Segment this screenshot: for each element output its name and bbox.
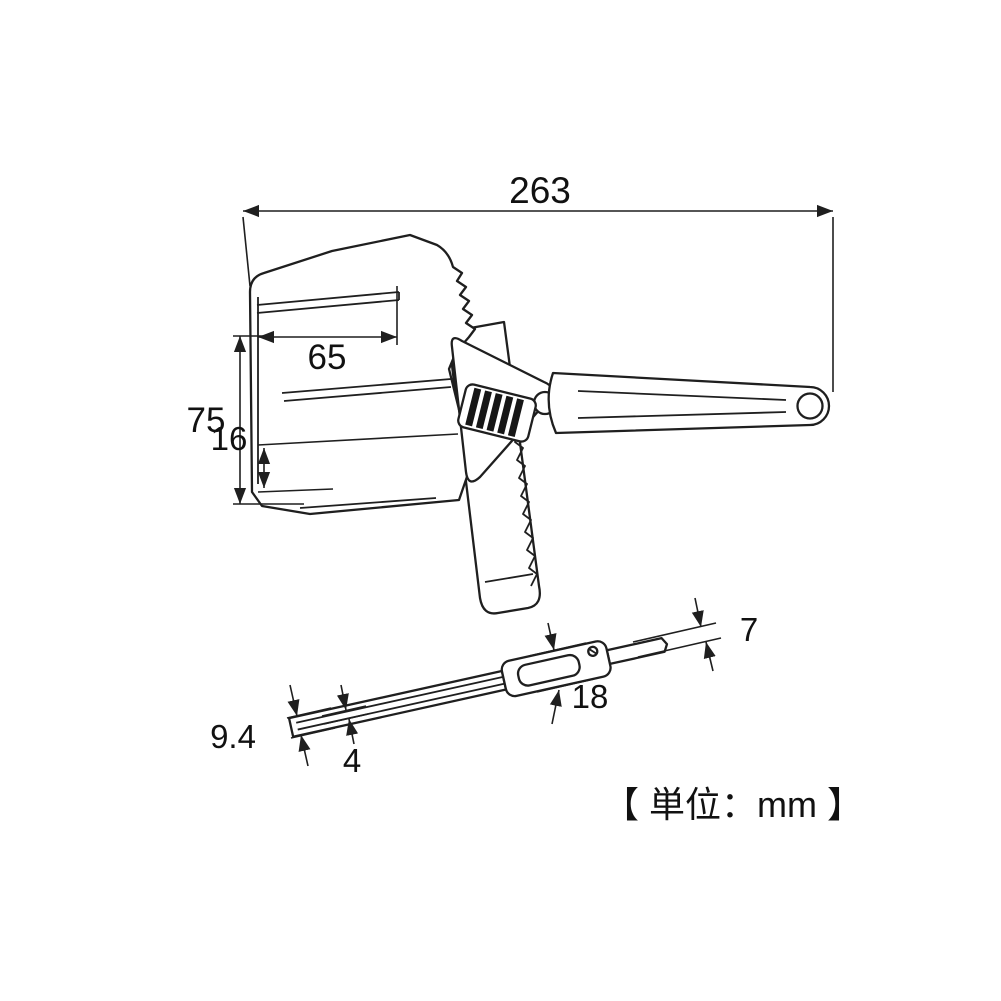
- unit-note: 【 単位：mm 】: [603, 784, 863, 825]
- dim-4-label: 4: [343, 742, 361, 779]
- wrench-side-view: [287, 636, 669, 738]
- dimension-jaw-depth: 65: [258, 286, 398, 377]
- profile-slot: [516, 653, 581, 687]
- extension-line: [321, 705, 367, 717]
- dimension-head-height: 75: [187, 335, 304, 505]
- dim-16-label: 16: [211, 420, 248, 457]
- extension-line: [286, 707, 332, 719]
- dimension-jaw-opening: 16: [211, 420, 459, 493]
- wrench-handle: [547, 371, 831, 435]
- dim-263-label: 263: [509, 170, 571, 211]
- extension-line: [242, 216, 251, 287]
- extension-line: [257, 488, 334, 493]
- extension-line: [536, 678, 595, 693]
- profile-grip: [287, 669, 508, 738]
- rack-end-line: [484, 573, 534, 583]
- dim-9.4-label: 9.4: [210, 718, 256, 755]
- dim-75-label: 75: [187, 401, 226, 440]
- profile-screw-slot: [588, 648, 597, 655]
- dim-65-label: 65: [308, 338, 347, 377]
- worm-screw: [457, 383, 537, 443]
- dimension-overall-length: 263: [242, 170, 834, 392]
- extension-line: [257, 433, 459, 446]
- wrench-head: [248, 233, 477, 516]
- dim-18-label: 18: [572, 678, 609, 715]
- dimension-tip-thickness: 7: [632, 597, 758, 672]
- handle-panel-lines: [577, 390, 787, 419]
- dimension-slot-width: 4: [321, 684, 369, 779]
- extension-line: [528, 642, 587, 657]
- dimension-head-width: 18: [528, 622, 609, 725]
- handle-hang-hole: [796, 392, 824, 420]
- wrench-top-view: [248, 233, 831, 615]
- extension-line: [637, 637, 722, 658]
- extension-line: [632, 622, 717, 643]
- extension-line: [323, 713, 369, 725]
- dim-7-label: 7: [740, 611, 758, 648]
- dimension-grip-thickness: 9.4: [210, 684, 336, 767]
- extension-line: [290, 727, 336, 739]
